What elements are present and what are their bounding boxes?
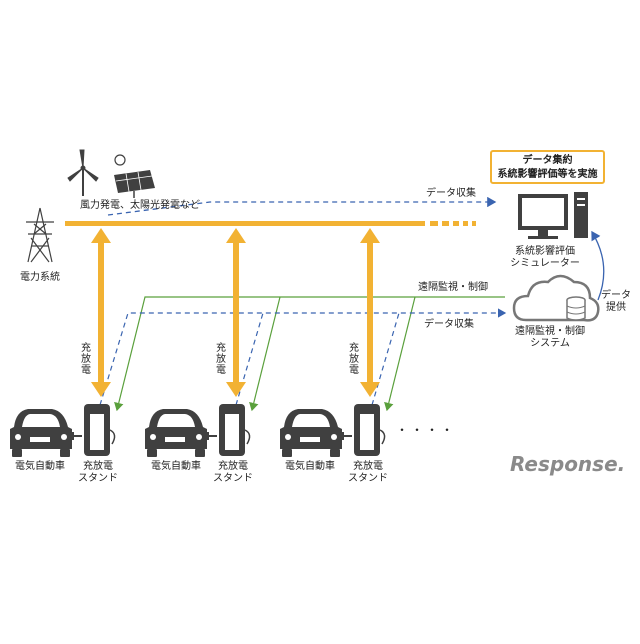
- callout-line-1: データ集約: [522, 155, 573, 166]
- charge-discharge-label-3: 充放電: [348, 343, 360, 376]
- charge-discharge-arrow-1: [91, 228, 111, 397]
- data-collect-label-top: データ収集: [426, 188, 476, 199]
- stand-label-1-line-2: スタンド: [78, 473, 118, 484]
- simulator-label-line-2: シミュレーター: [510, 258, 580, 269]
- data-collect-label-mid: データ収集: [424, 319, 474, 330]
- data-provide-line-2: 提供: [606, 302, 626, 313]
- ev-label-1: 電気自動車: [15, 461, 65, 472]
- control-line-main: [114, 296, 505, 412]
- simulator-label-line-1: 系統影響評価: [515, 246, 575, 257]
- vertical-char: 充: [349, 343, 359, 354]
- response-logo: Response.: [510, 452, 626, 476]
- vertical-char: 電: [81, 365, 91, 376]
- data-aggregation-callout: データ集約 系統影響評価等を実施: [490, 150, 605, 184]
- data-collect-line-top: [107, 196, 497, 216]
- remote-system-line-2: システム: [530, 338, 570, 349]
- ev-car-icon-2: [145, 409, 207, 457]
- remote-system-line-1: 遠隔監視・制御: [515, 326, 585, 337]
- stand-label-3-line-2: スタンド: [348, 473, 388, 484]
- vertical-char: 放: [81, 354, 91, 365]
- grid-label: 電力系統: [20, 272, 60, 283]
- power-line: [65, 221, 476, 226]
- stand-label-2: 充放電 スタンド: [205, 461, 261, 485]
- computer-icon: [518, 192, 588, 239]
- stand-label-3: 充放電 スタンド: [340, 461, 396, 485]
- stand-label-1-line-1: 充放電: [83, 461, 113, 472]
- callout-line-2: 系統影響評価等を実施: [497, 169, 598, 180]
- remote-control-label: 遠隔監視・制御: [418, 282, 488, 293]
- renewables-label: 風力発電、太陽光発電など: [80, 200, 200, 211]
- wind-turbine-icon: [67, 149, 99, 196]
- ev-label-3: 電気自動車: [285, 461, 335, 472]
- control-line-branch-3: [384, 296, 416, 412]
- more-units-ellipsis: ・・・・: [396, 423, 457, 437]
- vertical-char: 充: [216, 343, 226, 354]
- solar-panel-icon: [114, 154, 155, 198]
- charge-discharge-label-2: 充放電: [215, 343, 227, 376]
- data-provide-label: データ 提供: [598, 290, 634, 314]
- cloud-server-icon: [512, 274, 600, 322]
- data-provide-line-1: データ: [601, 290, 631, 301]
- stand-label-2-line-1: 充放電: [218, 461, 248, 472]
- stand-label-1: 充放電 スタンド: [70, 461, 126, 485]
- data-provide-arrow: [591, 230, 605, 301]
- database-icon: [566, 296, 586, 321]
- vertical-char: 充: [81, 343, 91, 354]
- ev-car-icon-3: [280, 409, 342, 457]
- charge-discharge-label-1: 充放電: [80, 343, 92, 376]
- vertical-char: 放: [349, 354, 359, 365]
- data-collect-line-branch-2: [235, 312, 264, 406]
- control-line-branch-2: [249, 296, 281, 412]
- stand-label-2-line-2: スタンド: [213, 473, 253, 484]
- simulator-label: 系統影響評価 シミュレーター: [500, 246, 590, 270]
- vertical-char: 放: [216, 354, 226, 365]
- ev-car-icon-1: [10, 409, 72, 457]
- vertical-char: 電: [216, 365, 226, 376]
- charger-icon-1: [68, 404, 116, 456]
- data-collect-line-branch-3: [371, 312, 400, 406]
- charge-discharge-arrow-2: [226, 228, 246, 397]
- charge-discharge-arrow-3: [360, 228, 380, 397]
- remote-system-label: 遠隔監視・制御 システム: [505, 326, 595, 350]
- charger-icon-2: [203, 404, 251, 456]
- charger-icon-3: [338, 404, 386, 456]
- vertical-char: 電: [349, 365, 359, 376]
- stand-label-3-line-1: 充放電: [353, 461, 383, 472]
- ev-label-2: 電気自動車: [151, 461, 201, 472]
- power-tower-icon: [26, 207, 54, 263]
